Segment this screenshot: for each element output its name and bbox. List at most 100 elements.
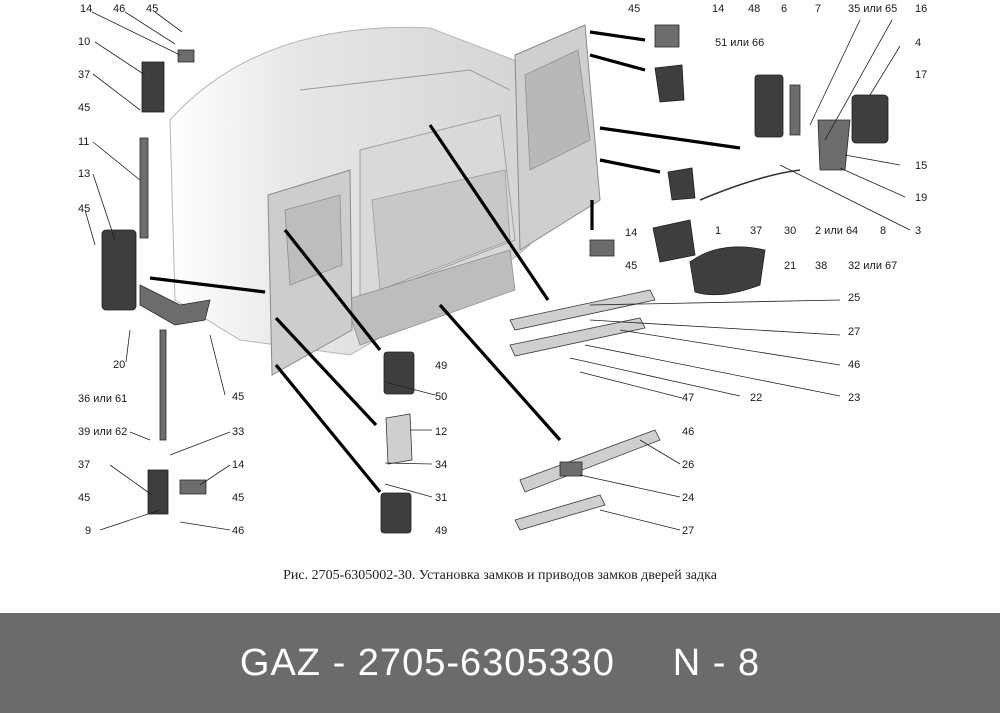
handle-trim [689, 246, 766, 296]
upper-lock [754, 74, 784, 138]
callout-49: 49 [435, 360, 447, 372]
callout-12: 12 [435, 426, 447, 438]
callout-36: 36 или 61 [78, 393, 127, 405]
callout-50: 50 [435, 391, 447, 403]
gasket-26 [519, 429, 661, 493]
callout-39: 39 или 62 [78, 426, 127, 438]
hinge-bracket-right [654, 24, 680, 48]
callout-24: 24 [682, 492, 694, 504]
callout-37: 37 [750, 225, 762, 237]
callout-19: 19 [915, 192, 927, 204]
inner-handle [652, 219, 696, 263]
callout-46: 46 [232, 525, 244, 537]
callout-8: 8 [880, 225, 886, 237]
bumper-stop-lower [380, 492, 412, 534]
callout-11: 11 [78, 136, 89, 148]
callout-20: 20 [113, 359, 125, 371]
callout-14: 14 [232, 459, 244, 471]
lock-cover [851, 94, 889, 144]
callout-leaders [84, 11, 911, 531]
callout-26: 26 [682, 459, 694, 471]
callout-14: 14 [625, 227, 637, 239]
part-identification: GAZ - 2705-6305330 N - 8 [239, 642, 761, 684]
callout-31: 31 [435, 492, 447, 504]
callout-10: 10 [78, 36, 90, 48]
lower-lock [101, 229, 137, 311]
callout-47: 47 [682, 392, 694, 404]
callout-23: 23 [848, 392, 860, 404]
callout-2-or-64: 2 или 64 [815, 225, 858, 237]
callout-45: 45 [625, 260, 637, 272]
brand-name: GAZ [239, 642, 322, 684]
callout-45: 45 [78, 492, 90, 504]
figure-caption: Рис. 2705-6305002-30. Установка замков и… [283, 568, 717, 583]
callout-46: 46 [113, 3, 125, 15]
left-hinge-assembly [101, 49, 211, 515]
right-upper-parts [654, 24, 889, 201]
callout-49: 49 [435, 525, 447, 537]
callout-14: 14 [80, 3, 92, 15]
gas-strut [139, 137, 149, 239]
callout-37: 37 [78, 459, 90, 471]
right-rear-door [514, 24, 601, 251]
check-strap-upper [141, 61, 165, 113]
callout-30: 30 [784, 225, 796, 237]
callout-27: 27 [682, 525, 694, 537]
callout-48: 48 [748, 3, 760, 15]
callout-9: 9 [85, 525, 91, 537]
gasket-25 [509, 289, 656, 331]
callout-38: 38 [815, 260, 827, 272]
check-arm [139, 284, 211, 326]
callout-45: 45 [628, 3, 640, 15]
lower-latch-24 [559, 461, 583, 477]
middle-parts [380, 351, 415, 534]
callout-14: 14 [712, 3, 724, 15]
callout-45: 45 [78, 203, 90, 215]
gasket-27-lower [514, 494, 606, 531]
callout-1: 1 [715, 225, 721, 237]
cargo-floor [371, 169, 511, 291]
hinge-plate [179, 479, 207, 495]
callout-22: 22 [750, 392, 762, 404]
pointer-arrows [149, 30, 741, 494]
gasket-27-upper [509, 317, 646, 357]
lower-strut [159, 329, 167, 441]
callout-27: 27 [848, 326, 860, 338]
callout-3: 3 [915, 225, 921, 237]
callout-7: 7 [815, 3, 821, 15]
inner-handle-bracket [667, 167, 696, 201]
part-footer-bar: GAZ - 2705-6305330 N - 8 [0, 613, 1000, 713]
callout-45: 45 [146, 3, 158, 15]
callout-35-or-65: 35 или 65 [848, 3, 897, 15]
callout-51-or-66: 51 или 66 [715, 37, 764, 49]
callout-4: 4 [915, 37, 921, 49]
left-rear-door [267, 169, 353, 376]
callout-45: 45 [232, 391, 244, 403]
bumper-stop-upper [383, 351, 415, 395]
callout-17: 17 [915, 69, 927, 81]
callout-37: 37 [78, 69, 90, 81]
diagram-position: N - 8 [672, 642, 761, 684]
striker-plate [385, 413, 413, 465]
part-number: 2705-6305330 [357, 642, 615, 684]
main-lock [817, 119, 851, 171]
lock-rod [789, 84, 801, 136]
control-rod [699, 169, 801, 201]
handle-bracket [589, 239, 615, 257]
rear-bumper [344, 249, 516, 346]
callout-15: 15 [915, 160, 927, 172]
callout-46: 46 [848, 359, 860, 371]
callout-46: 46 [682, 426, 694, 438]
callout-13: 13 [78, 168, 90, 180]
callout-6: 6 [781, 3, 787, 15]
callout-labels: 14 46 45 10 37 45 11 13 45 20 45 36 или … [78, 3, 927, 537]
callout-32-or-67: 32 или 67 [848, 260, 897, 272]
callout-45: 45 [232, 492, 244, 504]
callout-16: 16 [915, 3, 927, 15]
hinge-cover [654, 64, 685, 103]
exploded-parts-diagram: 14 46 45 10 37 45 11 13 45 20 45 36 или … [78, 3, 927, 537]
callout-45: 45 [78, 102, 90, 114]
callout-25: 25 [848, 292, 860, 304]
callout-33: 33 [232, 426, 244, 438]
lower-hinge [147, 469, 169, 515]
